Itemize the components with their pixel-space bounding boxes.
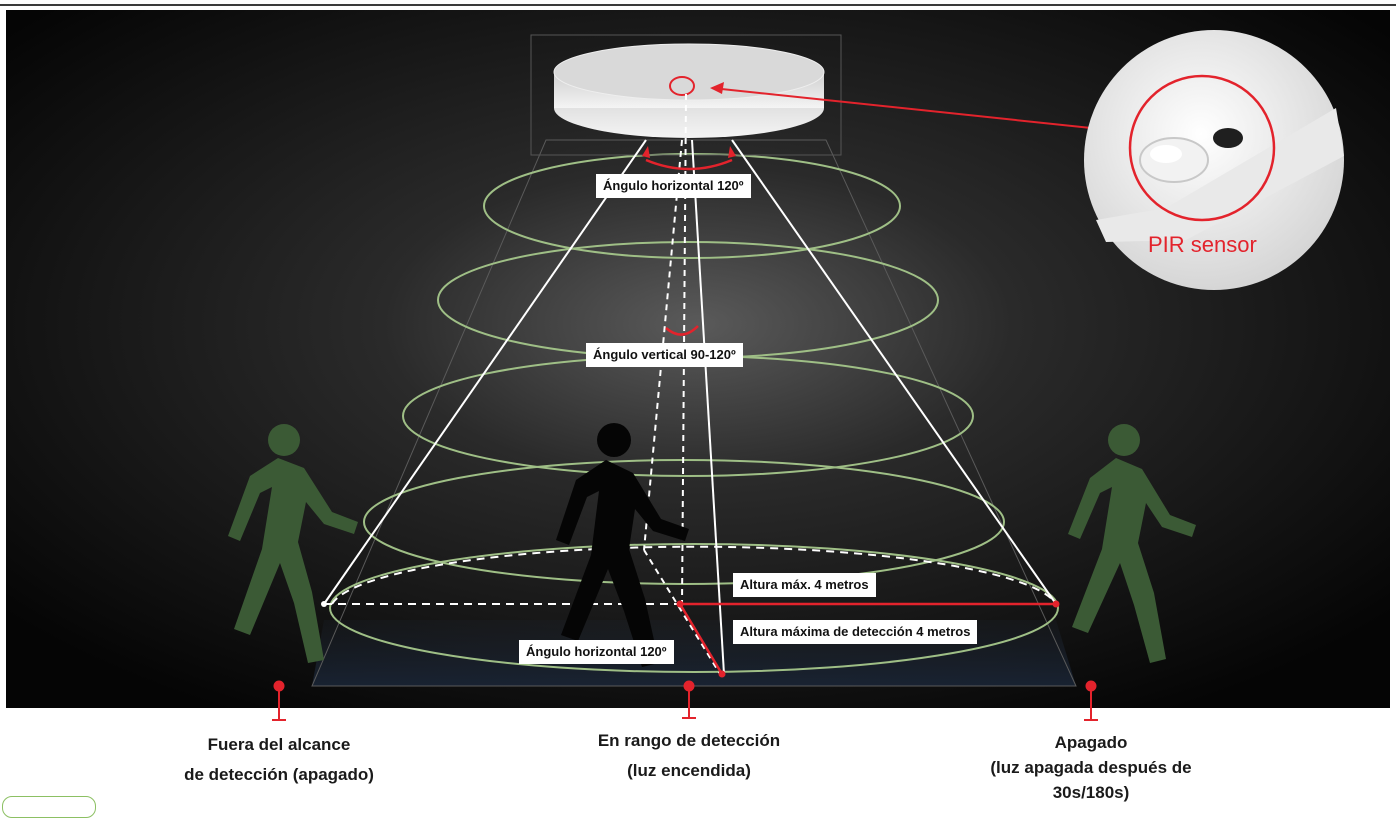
light-sensor-dot xyxy=(1213,128,1243,148)
caption-center-line1: En rango de detección xyxy=(597,731,781,750)
cone-lines xyxy=(323,139,1057,675)
caption-off: Apagado (luz apagada después de 30s/180s… xyxy=(951,730,1231,805)
caption-right-line2: (luz apagada después de xyxy=(990,758,1192,777)
floor-diagonal-dashed xyxy=(643,549,721,675)
top-rule xyxy=(0,4,1396,6)
leader-arrowhead xyxy=(710,82,724,94)
zoom-red-circle xyxy=(1128,74,1276,222)
sensor-highlight-circle xyxy=(669,76,695,96)
caption-center-line2: (luz encendida) xyxy=(627,761,751,780)
corner-tab xyxy=(2,796,96,818)
position-markers xyxy=(272,680,1098,721)
person-center-in-range xyxy=(556,423,689,667)
arc-arrow-left xyxy=(642,146,650,158)
detection-diagram xyxy=(6,10,1390,708)
person-left-out-of-range xyxy=(228,424,358,663)
label-horizontal-angle-top: Ángulo horizontal 120º xyxy=(596,174,751,198)
caption-out-of-range: Fuera del alcance de detección (apagado) xyxy=(139,730,419,790)
caption-right-line1: Apagado xyxy=(1054,733,1128,752)
zoom-lamp-edge xyxy=(1096,108,1344,242)
person-right-off xyxy=(1068,424,1196,663)
edge-dot xyxy=(1052,600,1060,608)
vertical-angle-line xyxy=(643,139,683,551)
arc-arrow-right xyxy=(728,146,736,158)
pir-sensor-label: PIR sensor xyxy=(1148,232,1257,257)
caption-in-range: En rango de detección (luz encendida) xyxy=(549,726,829,786)
caption-left-line1: Fuera del alcance xyxy=(207,735,351,754)
floor-ring-dashed xyxy=(331,545,1057,605)
label-vertical-angle: Ángulo vertical 90-120º xyxy=(586,343,743,367)
detection-rings xyxy=(329,153,1059,673)
left-edge-dot xyxy=(321,601,327,607)
detection-ring-5 xyxy=(329,543,1059,673)
caption-left-line2: de detección (apagado) xyxy=(184,765,374,784)
center-dot xyxy=(676,600,684,608)
sensor-leader-line xyxy=(711,87,1149,135)
label-max-height: Altura máx. 4 metros xyxy=(733,573,876,597)
label-max-detection-height: Altura máxima de detección 4 metros xyxy=(733,620,978,644)
detection-radius-line xyxy=(678,603,724,675)
lamp-top xyxy=(553,43,825,101)
label-horizontal-angle-bottom: Ángulo horizontal 120º xyxy=(519,640,674,664)
pir-lens-highlight xyxy=(1150,145,1182,163)
pir-zoom-view xyxy=(1084,30,1344,290)
caption-right-line3: 30s/180s) xyxy=(1052,783,1130,802)
vertical-angle-arc xyxy=(665,325,699,336)
radius-end-dot xyxy=(718,670,726,678)
horizontal-angle-arc xyxy=(645,158,733,171)
